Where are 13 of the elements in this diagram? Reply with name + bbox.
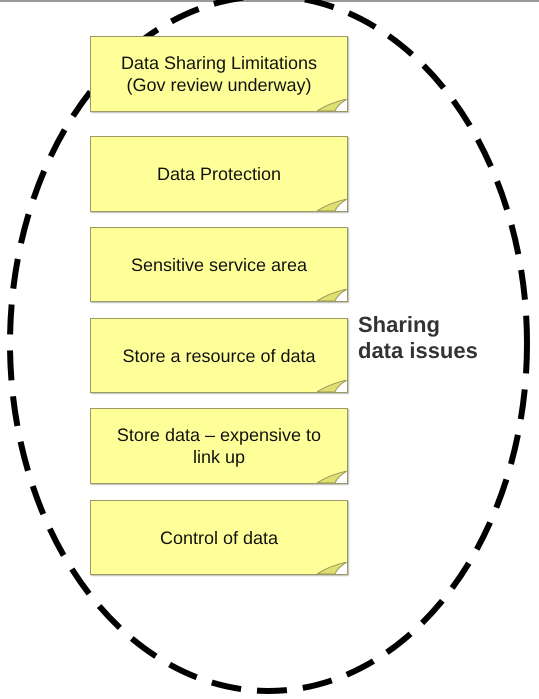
note-text: Control of data — [158, 526, 280, 548]
note-text: Store a resource of data — [121, 344, 317, 366]
group-title: Sharing data issues — [358, 312, 479, 364]
sticky-note — [90, 500, 348, 575]
sticky-note — [90, 136, 348, 212]
note-text: Data Protection — [156, 163, 282, 185]
note-text: Data Sharing Limitations (Gov review underway) — [120, 52, 318, 96]
sticky-note — [90, 408, 348, 484]
sticky-note — [90, 318, 348, 393]
sticky-note — [90, 36, 348, 112]
note-text: Sensitive service area — [130, 254, 308, 276]
sticky-note — [90, 227, 348, 302]
note-text: Store data – expensive to link up — [116, 424, 322, 468]
